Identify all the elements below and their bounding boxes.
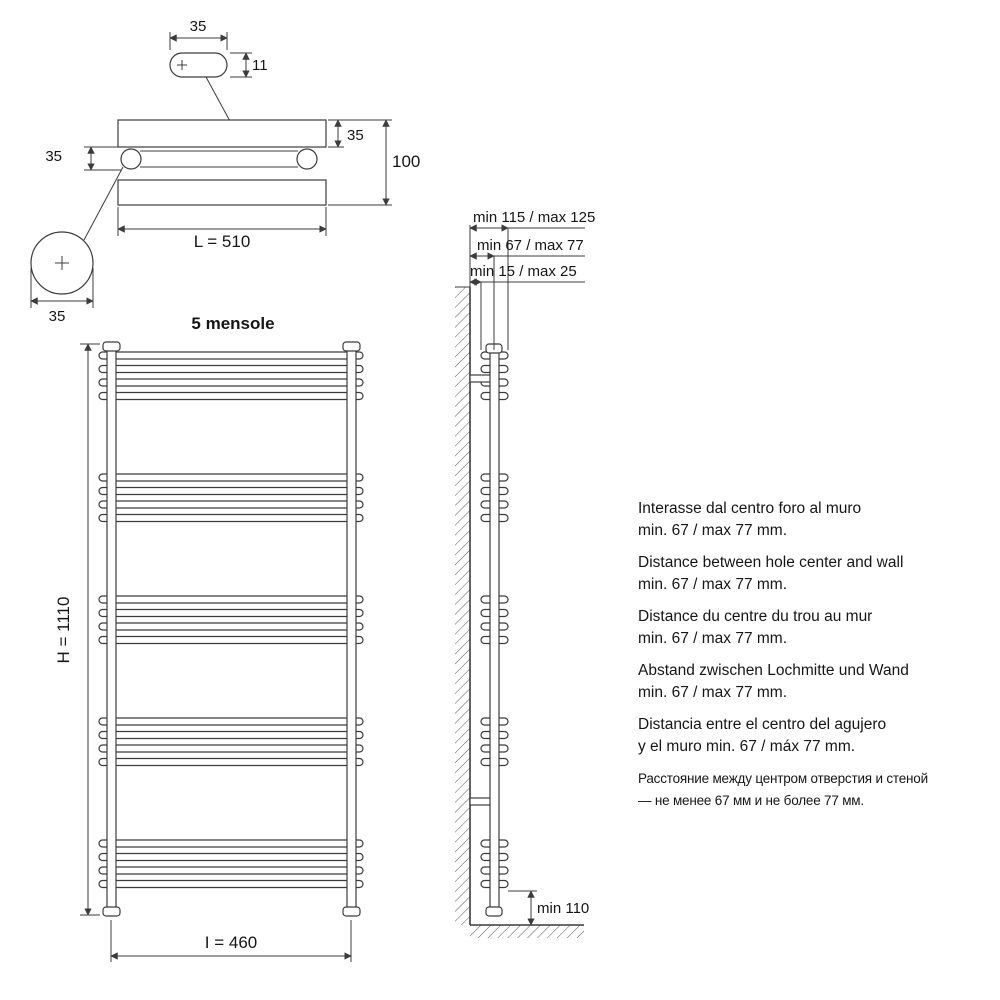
note-line: Distance between hole center and wall: [638, 554, 904, 571]
towel-bar: [98, 879, 364, 889]
towel-bar: [98, 486, 364, 496]
dim-oval-width: 35: [190, 18, 207, 35]
note-russian: Расстояние между центром отверстия и сте…: [638, 768, 988, 812]
dim-length: L = 510: [194, 232, 251, 251]
note-italian: Interasse dal centro foro al muro min. 67…: [638, 498, 988, 542]
towel-bar: [98, 852, 364, 862]
towel-bar: [98, 351, 364, 360]
oval-slot: [169, 52, 228, 78]
towel-bar: [98, 839, 364, 848]
right-rail: [346, 349, 357, 909]
side-rail-bottom-cap: [485, 906, 503, 917]
upper-wall-bracket: [469, 374, 492, 383]
left-rail-bottom-cap: [102, 906, 121, 917]
dim-wall-to-far: min 115 / max 125: [473, 209, 595, 226]
note-line: Distancia entre el centro del agujero: [638, 716, 887, 733]
left-rail: [106, 349, 117, 909]
plus-mark-icon: [55, 256, 69, 270]
side-rail: [489, 351, 500, 909]
towel-bar: [98, 635, 364, 645]
towel-bar: [98, 364, 364, 374]
note-line: — не менее 67 мм и не более 77 мм.: [638, 793, 864, 808]
towel-bar: [98, 622, 364, 631]
note-line: Interasse dal centro foro al muro: [638, 500, 862, 517]
dim-width: I = 460: [205, 933, 257, 952]
right-rail-top-cap: [342, 341, 361, 352]
towel-bar: [98, 473, 364, 482]
dim-total-height: 100: [392, 152, 420, 171]
oval-hole-detail: 35 11: [169, 18, 268, 135]
note-line: y el muro min. 67 / máx 77 mm.: [638, 738, 856, 755]
dim-height: H = 1110: [54, 597, 73, 664]
towel-bar: [98, 378, 364, 387]
plus-mark-icon: [177, 60, 187, 70]
dim-tube-diameter: 35: [49, 308, 66, 325]
side-view: min 115 / max 125 min 67 / max 77 min 15…: [469, 209, 595, 926]
towel-bar: [98, 500, 364, 509]
towel-bar: [98, 595, 364, 604]
towel-bar: [98, 513, 364, 523]
dim-wall-to-near: min 15 / max 25: [470, 263, 577, 280]
towel-bar: [98, 757, 364, 767]
note-line: min. 67 / max 77 mm.: [638, 522, 788, 539]
front-view-title: 5 mensole: [191, 314, 274, 333]
shelf-bottom-bar: [117, 179, 327, 206]
tube-end-ring-left: [120, 148, 142, 170]
note-line: min. 67 / max 77 mm.: [638, 630, 788, 647]
note-german: Abstand zwischen Lochmitte und Wand min. …: [638, 660, 988, 704]
note-line: Distance du centre du trou au mur: [638, 608, 873, 625]
floor-hatching: [470, 925, 584, 938]
note-line: Abstand zwischen Lochmitte und Wand: [638, 662, 909, 679]
note-french: Distance du centre du trou au mur min. 67…: [638, 606, 988, 650]
shelf-top-bar: [117, 119, 327, 148]
dim-oval-height: 11: [252, 57, 268, 74]
tube-section-detail: 35: [30, 231, 94, 325]
towel-bar: [98, 391, 364, 401]
towel-bar: [98, 730, 364, 740]
bracket-detail-view: 35 100 35 L = 510: [45, 119, 420, 251]
dim-floor-clearance: min 110: [537, 900, 589, 917]
note-english: Distance between hole center and wall min…: [638, 552, 988, 596]
wall-section: [455, 286, 584, 938]
note-line: Расстояние между центром отверстия и сте…: [638, 771, 928, 786]
right-rail-bottom-cap: [342, 906, 361, 917]
dim-bar-height: 35: [347, 127, 364, 144]
note-line: min. 67 / max 77 mm.: [638, 576, 788, 593]
front-towel-bars: [98, 351, 364, 889]
dim-tube-offset: 35: [45, 148, 62, 165]
lower-wall-bracket: [469, 797, 492, 806]
front-view: 5 mensole H = 1110 I = 460: [54, 314, 364, 962]
note-spanish: Distancia entre el centro del agujero y e…: [638, 714, 988, 758]
left-rail-top-cap: [102, 341, 121, 352]
towel-bar: [98, 866, 364, 875]
towel-bar: [98, 744, 364, 753]
tube-end-ring-right: [296, 148, 318, 170]
wall-hatching: [455, 287, 470, 925]
dim-wall-to-center: min 67 / max 77: [477, 237, 584, 254]
towel-bar: [98, 717, 364, 726]
towel-bar: [98, 608, 364, 618]
note-line: min. 67 / max 77 mm.: [638, 684, 788, 701]
mounting-notes: Interasse dal centro foro al muro min. 67…: [638, 498, 988, 822]
